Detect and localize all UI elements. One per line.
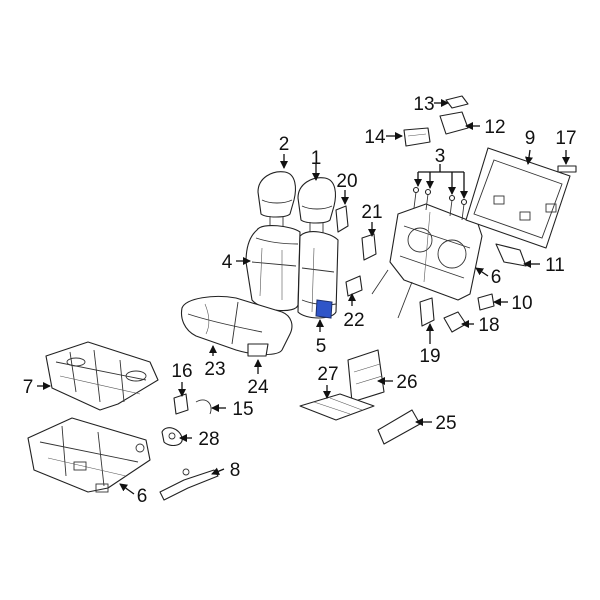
callout-28: 28: [198, 429, 219, 450]
callout-5: 5: [316, 336, 327, 357]
callout-19: 19: [419, 346, 440, 367]
leader-lines: [37, 99, 570, 495]
seat-back-frame: [371, 203, 483, 319]
callout-6-upper: 6: [491, 267, 502, 288]
seat-back-right-cushion: [297, 231, 339, 319]
armrest-assembly: [299, 349, 385, 421]
latch-clip: [557, 165, 577, 173]
seat-frame-lower: [27, 417, 151, 493]
callout-25: 25: [435, 413, 456, 434]
mounting-bolts: [412, 186, 468, 221]
callout-27: 27: [317, 364, 338, 385]
cushion-trim-cover: [247, 343, 269, 357]
callout-22: 22: [343, 310, 364, 331]
callout-2: 2: [279, 134, 290, 155]
headrest-left: [257, 171, 296, 232]
callout-labels: 2 1 20 21 4 22 5 23 24 7 16 15 28 8 6 27…: [23, 94, 577, 507]
release-cable: [159, 468, 219, 501]
callout-8: 8: [230, 460, 241, 481]
callout-18: 18: [478, 315, 499, 336]
callout-20: 20: [336, 171, 357, 192]
callout-13: 13: [413, 94, 434, 115]
callout-16: 16: [171, 361, 192, 382]
callout-3: 3: [435, 146, 446, 167]
callout-12: 12: [484, 117, 505, 138]
callout-21: 21: [361, 202, 382, 223]
callout-10: 10: [511, 293, 532, 314]
callout-24: 24: [247, 377, 269, 398]
callout-6-lower: 6: [137, 486, 148, 507]
highlighted-armrest-cover: [315, 299, 333, 319]
callout-17: 17: [555, 128, 576, 149]
top-brackets: [403, 95, 469, 147]
callout-1: 1: [311, 148, 322, 169]
callout-14: 14: [364, 127, 386, 148]
callout-4: 4: [222, 252, 233, 273]
seat-back-left-cushion: [245, 224, 301, 312]
callout-11: 11: [545, 255, 565, 276]
callout-26: 26: [396, 372, 417, 393]
trim-panel: [377, 409, 421, 445]
cup-holder-hardware: [161, 393, 212, 447]
headrest-right: [297, 177, 336, 238]
callout-9: 9: [525, 128, 536, 149]
callout-7: 7: [23, 377, 34, 398]
seat-frame-upper: [45, 341, 159, 411]
callout-15: 15: [232, 399, 253, 420]
small-brackets: [335, 205, 377, 297]
seat-back-panel: [465, 147, 571, 249]
seat-cushion: [180, 295, 293, 356]
side-hardware: [419, 243, 527, 333]
callout-23: 23: [204, 359, 225, 380]
